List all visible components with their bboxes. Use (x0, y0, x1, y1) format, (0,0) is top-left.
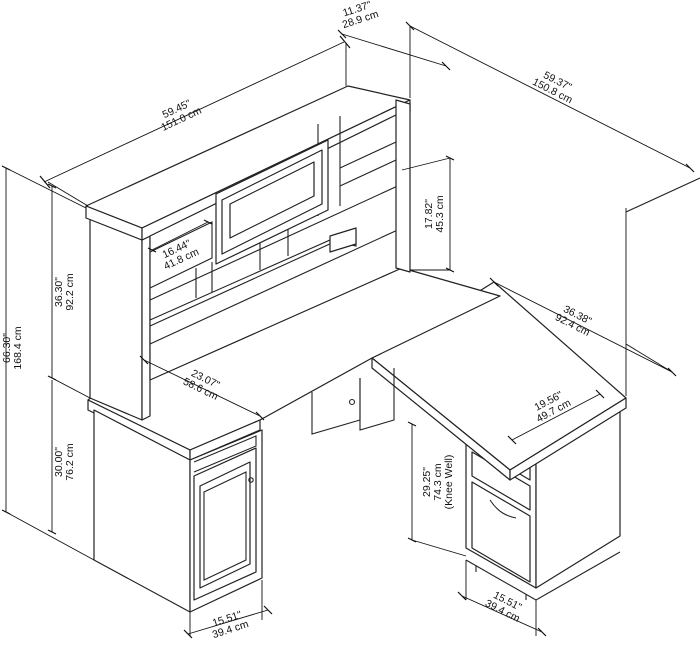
l-desk-with-hutch (85, 85, 700, 613)
hutch-height-imperial: 36.30" (53, 277, 65, 307)
knee-well-imperial: 29.25" (421, 467, 433, 497)
hutch-opening-metric: 45.3 cm (434, 195, 446, 233)
left-door-pedestal (93, 409, 263, 613)
total-height-imperial: 66.30" (1, 333, 13, 363)
desk-height-imperial: 30.00" (53, 447, 65, 477)
knee-well-note: (Knee Well) (443, 455, 455, 510)
hutch-opening-imperial: 17.82" (423, 199, 435, 229)
knee-well-metric: 74.3 cm (432, 463, 444, 501)
hutch-center-door (215, 139, 329, 265)
floor-reference-line (625, 177, 700, 213)
main-desktop (87, 267, 501, 461)
hutch-left-panel (89, 217, 151, 421)
desk-height-metric: 76.2 cm (64, 443, 76, 481)
hutch-right-panel (395, 99, 411, 273)
dimension-lines (1, 21, 695, 639)
total-height-metric: 168.4 cm (12, 326, 24, 369)
hutch-height-metric: 92.2 cm (64, 273, 76, 311)
